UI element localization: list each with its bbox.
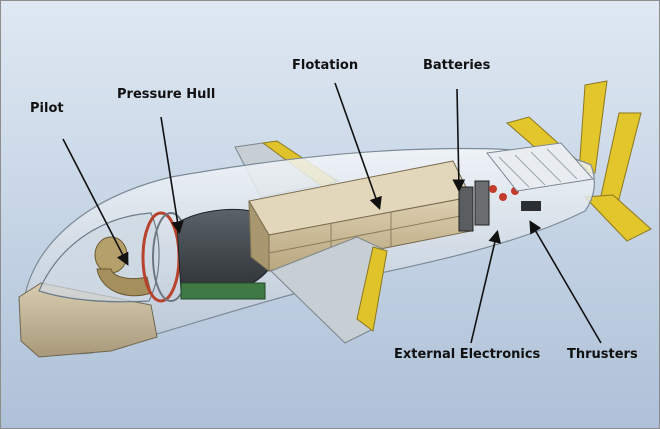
thrusters-arrow: [529, 220, 602, 344]
batteries-arrow: [452, 88, 466, 193]
pilot-arrow: [62, 138, 129, 266]
rear-rack: [486, 142, 594, 192]
pressure-hull-arrow: [160, 116, 184, 235]
flotation-label: Flotation: [292, 58, 359, 73]
flotation-arrow: [334, 82, 382, 211]
pressure-hull-label: Pressure Hull: [117, 87, 216, 102]
thrusters-label: Thrusters: [567, 347, 638, 362]
external-electronics-arrow: [470, 229, 502, 344]
batteries-label: Batteries: [423, 58, 491, 73]
pilot-label: Pilot: [30, 101, 64, 116]
electronics-board: [180, 282, 266, 300]
external-electronics-label: External Electronics: [394, 347, 541, 362]
callout-arrows: [62, 82, 602, 344]
battery-stack: [458, 180, 541, 232]
lower-wing: [270, 236, 388, 344]
